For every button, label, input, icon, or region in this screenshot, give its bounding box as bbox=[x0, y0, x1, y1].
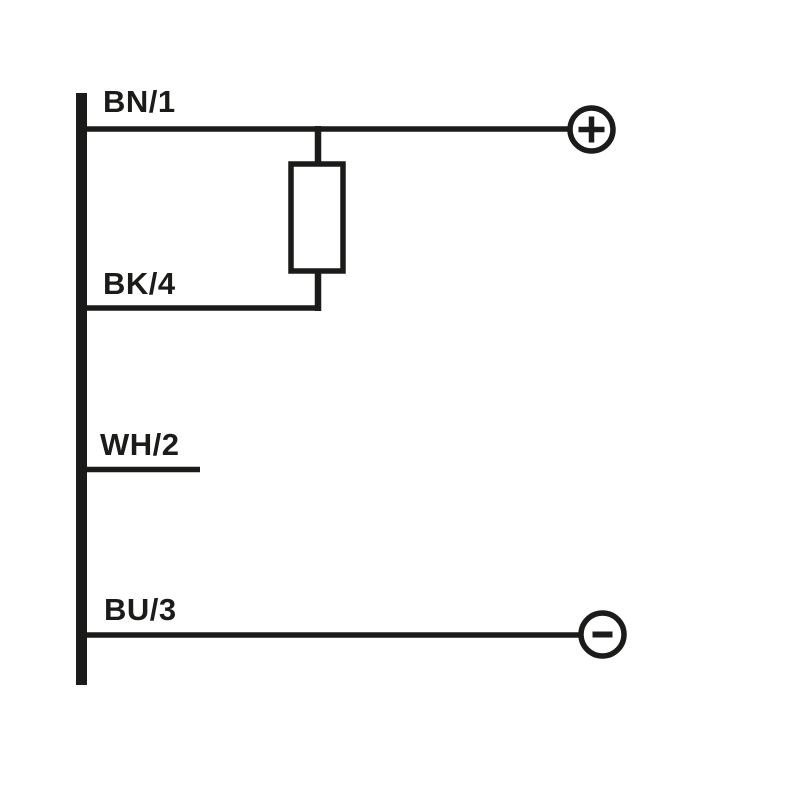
wire-label-wh2: WH/2 bbox=[100, 427, 180, 462]
resistor-symbol bbox=[288, 161, 346, 274]
plus-icon bbox=[578, 116, 605, 143]
negative-terminal-circle bbox=[578, 610, 627, 659]
bus-bar bbox=[76, 93, 87, 685]
wire-label-bu3: BU/3 bbox=[104, 592, 177, 627]
negative-terminal bbox=[578, 610, 627, 659]
positive-terminal bbox=[567, 105, 616, 154]
wire-label-bn1: BN/1 bbox=[103, 84, 176, 119]
wire-label-bk4: BK/4 bbox=[103, 266, 176, 301]
positive-terminal-circle bbox=[567, 105, 616, 154]
